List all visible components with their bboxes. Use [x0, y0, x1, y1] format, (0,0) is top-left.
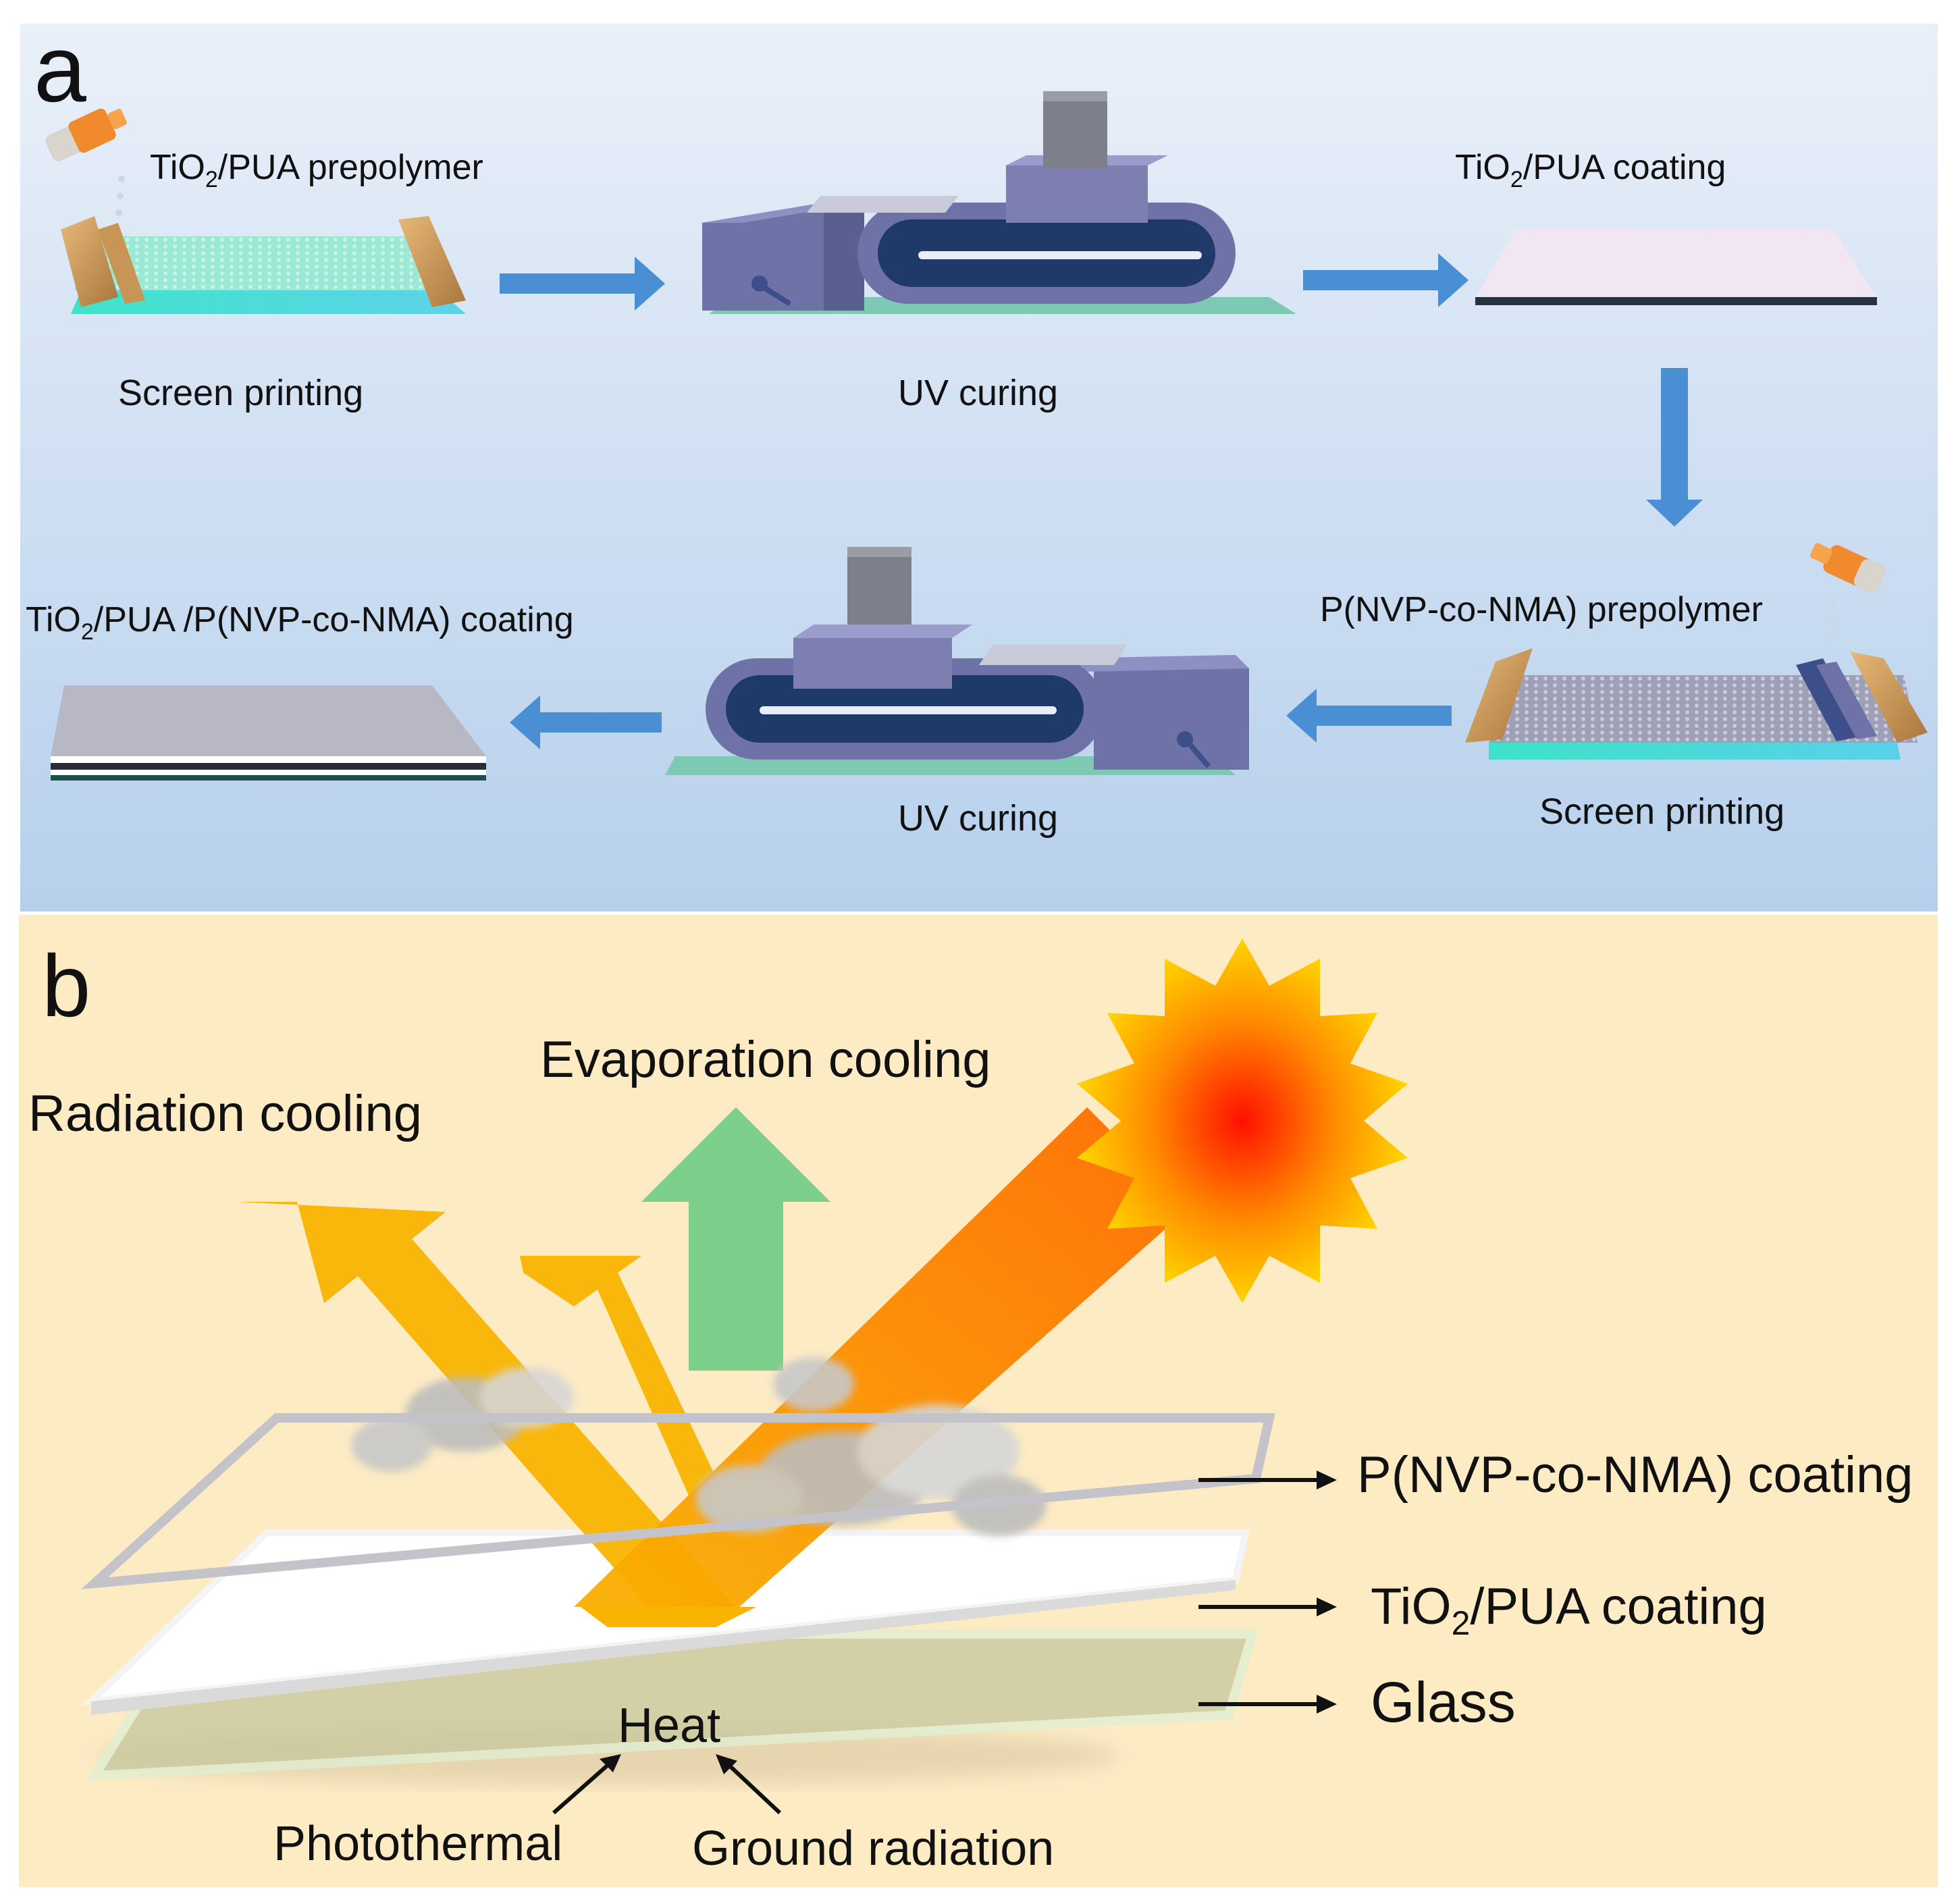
process-arrow-down [1646, 368, 1703, 527]
screen-printing-device-2 [1465, 543, 1928, 760]
process-arrow-1 [500, 257, 665, 311]
screen-printing-device-1 [45, 108, 466, 314]
evaporation-cooling-label: Evaporation cooling [540, 1031, 991, 1088]
glass-layer-label: Glass [1371, 1670, 1516, 1734]
panel-a-letter: a [34, 16, 86, 122]
screen-printing-2-label: Screen printing [1539, 791, 1784, 832]
panel-b-letter: b [42, 936, 90, 1035]
heat-pointers [552, 1754, 782, 1815]
coating-plate-2 [51, 685, 486, 781]
process-arrow-5 [510, 695, 662, 749]
pnvp-layer-label: P(NVP-co-NMA) coating [1357, 1446, 1913, 1504]
heat-label: Heat [618, 1699, 720, 1753]
coating-plate-1 [1475, 230, 1877, 305]
panel-b: b [19, 915, 1938, 1887]
evaporation-arrow [641, 1107, 830, 1371]
sun-icon [1077, 938, 1408, 1303]
reflection-tip [581, 1607, 756, 1627]
tio2-pua-layer-label: TiO2/PUA coating [1371, 1578, 1767, 1642]
prepolymer-1-label: TiO2/PUA prepolymer [150, 148, 483, 192]
panel-a: a TiO2/PUA prepolymer Screen printing [20, 16, 1938, 911]
bottle-icon [45, 108, 127, 161]
radiation-arrow-small [520, 1256, 739, 1526]
ground-radiation-label: Ground radiation [692, 1822, 1054, 1876]
uv-curing-1-label: UV curing [898, 373, 1058, 413]
coating-2-label: TiO2/PUA /P(NVP-co-NMA) coating [26, 600, 574, 645]
uv-curing-2-label: UV curing [898, 798, 1058, 839]
process-arrow-4 [1286, 689, 1452, 743]
photothermal-label: Photothermal [273, 1817, 562, 1871]
screen-printing-1-label: Screen printing [118, 373, 363, 413]
prepolymer-2-label: P(NVP-co-NMA) prepolymer [1320, 590, 1763, 629]
radiation-cooling-label: Radiation cooling [28, 1085, 422, 1142]
uv-curing-device-1 [702, 91, 1296, 314]
bottle-icon [1809, 543, 1886, 593]
layer-pointers [1198, 1471, 1337, 1714]
coating-1-label: TiO2/PUA coating [1455, 148, 1726, 192]
process-arrow-2 [1303, 253, 1468, 307]
vapor-clouds [351, 1357, 1047, 1536]
uv-curing-device-2 [665, 547, 1249, 775]
